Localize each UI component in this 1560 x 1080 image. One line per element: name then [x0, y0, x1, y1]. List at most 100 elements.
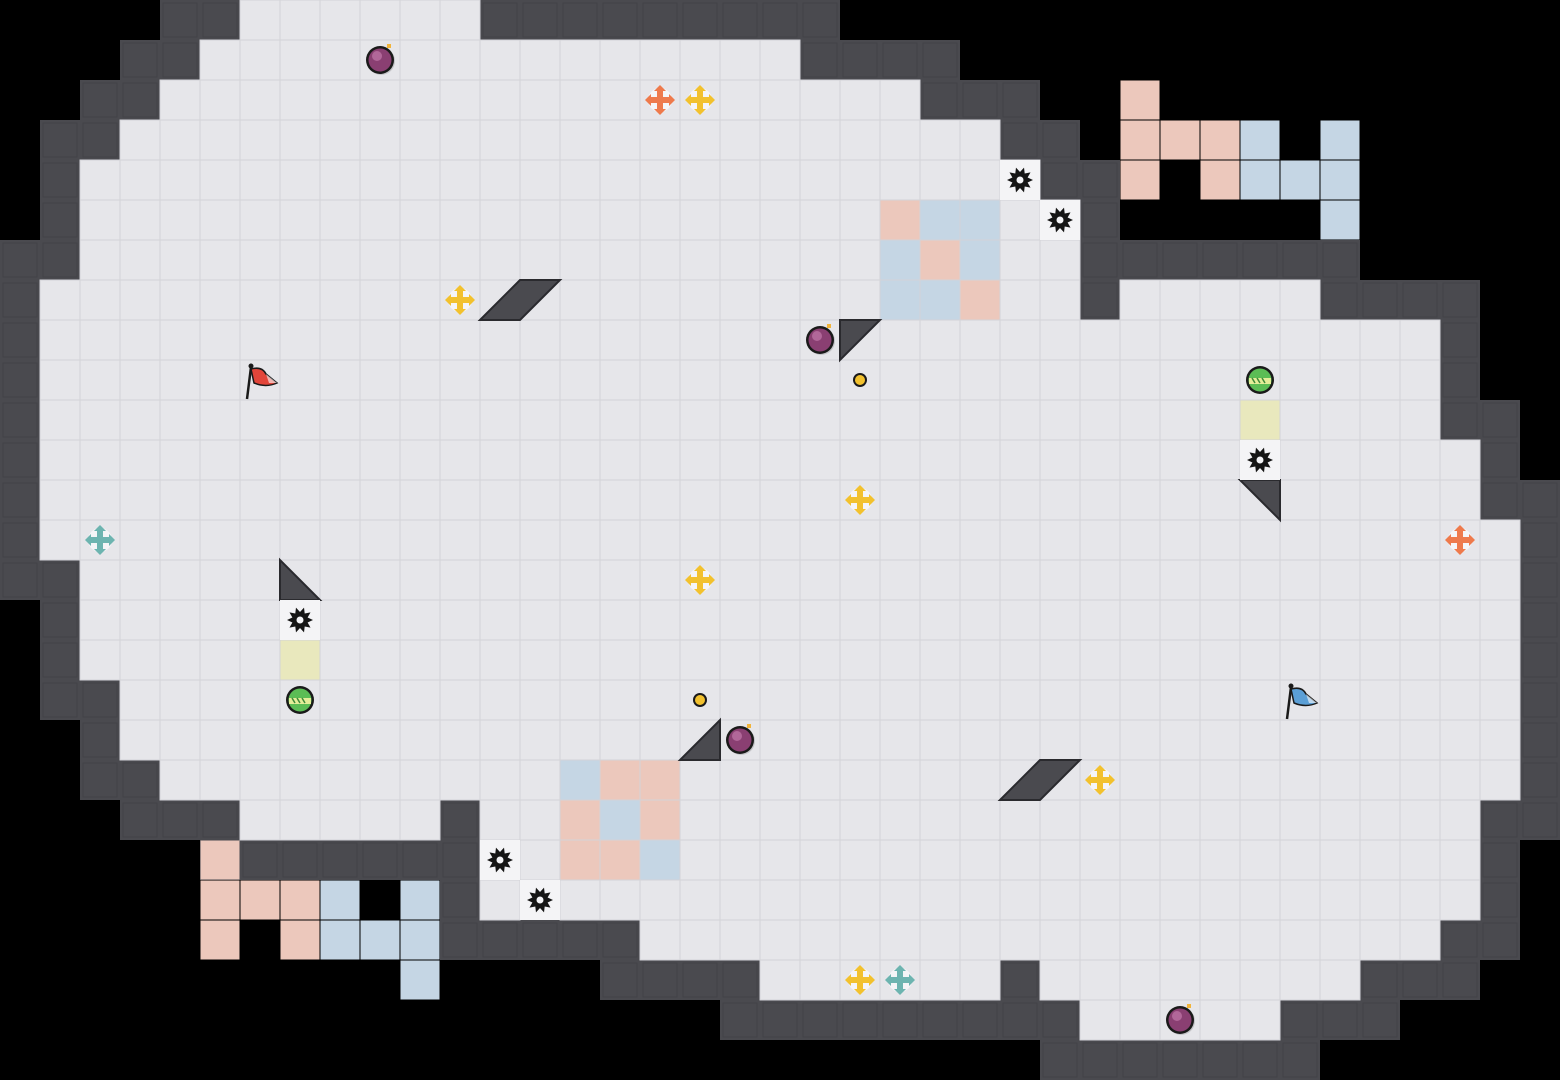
- floor-tile: [959, 599, 1001, 641]
- boost-arrow: [869, 494, 875, 506]
- floor-tile: [439, 519, 481, 561]
- floor-tile: [319, 799, 361, 841]
- floor-tile: [959, 919, 1001, 961]
- floor-tile: [1039, 399, 1081, 441]
- flag-highlight: [1306, 694, 1317, 703]
- floor-tile: [239, 0, 281, 41]
- floor-tile: [1479, 599, 1521, 641]
- floor-tile: [759, 439, 801, 481]
- floor-tile: [119, 359, 161, 401]
- floor-tile: [479, 39, 521, 81]
- floor-tile: [639, 559, 681, 601]
- floor-tile: [1439, 719, 1481, 761]
- floor-tile: [519, 439, 561, 481]
- floor-tile: [319, 79, 361, 121]
- floor-tile: [559, 639, 601, 681]
- floor-tile: [999, 319, 1041, 361]
- floor-tile: [1199, 879, 1241, 921]
- floor-tile: [879, 479, 921, 521]
- floor-tile: [439, 399, 481, 441]
- floor-tile: [439, 119, 481, 161]
- floor-tile: [759, 599, 801, 641]
- wall-tile: [680, 960, 720, 1000]
- floor-tile: [279, 79, 321, 121]
- boost-arrow: [894, 989, 906, 995]
- floor-tile: [79, 279, 121, 321]
- boost-arrow: [694, 109, 706, 115]
- boost-arrow: [709, 94, 715, 106]
- floor-tile: [559, 239, 601, 281]
- floor-tile: [1239, 639, 1281, 681]
- floor-tile: [1119, 479, 1161, 521]
- floor-tile: [639, 479, 681, 521]
- floor-tile: [1359, 879, 1401, 921]
- wall-tile: [200, 800, 240, 840]
- floor-tile: [119, 119, 161, 161]
- floor-tile: [439, 79, 481, 121]
- wall-tile-edge: [2, 522, 38, 558]
- floor-tile: [479, 759, 521, 801]
- floor-tile: [1399, 519, 1441, 561]
- floor-tile: [1239, 719, 1281, 761]
- boost-arrow: [1094, 765, 1106, 771]
- floor-tile: [719, 679, 761, 721]
- floor-tile: [839, 759, 881, 801]
- floor-tile: [1359, 719, 1401, 761]
- floor-tile: [1279, 799, 1321, 841]
- blue-team-tile: [600, 800, 640, 840]
- wall-tile: [120, 40, 160, 80]
- bomb-fuse: [827, 324, 831, 328]
- floor-tile: [159, 519, 201, 561]
- flag-red-icon[interactable]: [245, 363, 279, 400]
- flag-blue-icon[interactable]: [1285, 683, 1319, 720]
- floor-tile: [1159, 839, 1201, 881]
- floor-tile: [1199, 839, 1241, 881]
- floor-tile: [1039, 599, 1081, 641]
- floor-tile: [519, 639, 561, 681]
- floor-tile: [519, 159, 561, 201]
- floor-tile: [1239, 839, 1281, 881]
- floor-tile: [559, 719, 601, 761]
- floor-tile: [999, 799, 1041, 841]
- wall-tile: [1520, 720, 1560, 760]
- floor-tile: [399, 759, 441, 801]
- wall-tile-edge: [642, 962, 678, 998]
- floor-tile: [559, 359, 601, 401]
- floor-tile: [439, 0, 481, 41]
- floor-tile: [1199, 439, 1241, 481]
- floor-tile: [1279, 879, 1321, 921]
- spike-icon: [520, 880, 560, 920]
- floor-tile: [639, 639, 681, 681]
- floor-tile: [559, 319, 601, 361]
- floor-tile: [639, 439, 681, 481]
- floor-tile: [1239, 759, 1281, 801]
- floor-tile: [39, 439, 81, 481]
- floor-tile: [159, 119, 201, 161]
- floor-tile: [1439, 799, 1481, 841]
- floor-tile: [1199, 999, 1241, 1041]
- wall-tile-edge: [1442, 362, 1478, 398]
- floor-tile: [479, 319, 521, 361]
- wall-tile: [960, 80, 1000, 120]
- floor-tile: [279, 279, 321, 321]
- floor-tile: [1439, 599, 1481, 641]
- floor-tile: [799, 719, 841, 761]
- wall-tile: [440, 800, 480, 840]
- floor-tile: [279, 319, 321, 361]
- boost-bar-h: [849, 977, 871, 983]
- floor-tile: [1239, 319, 1281, 361]
- wall-tile: [1480, 440, 1520, 480]
- floor-tile: [439, 439, 481, 481]
- floor-tile: [999, 599, 1041, 641]
- floor-tile: [1319, 679, 1361, 721]
- floor-tile: [1279, 439, 1321, 481]
- blue-team-tile: [880, 280, 920, 320]
- floor-tile: [279, 239, 321, 281]
- wall-tile: [1360, 960, 1400, 1000]
- floor-tile: [1079, 999, 1121, 1041]
- floor-tile: [639, 319, 681, 361]
- wall-tile-edge: [1122, 1042, 1158, 1078]
- floor-tile: [1159, 519, 1201, 561]
